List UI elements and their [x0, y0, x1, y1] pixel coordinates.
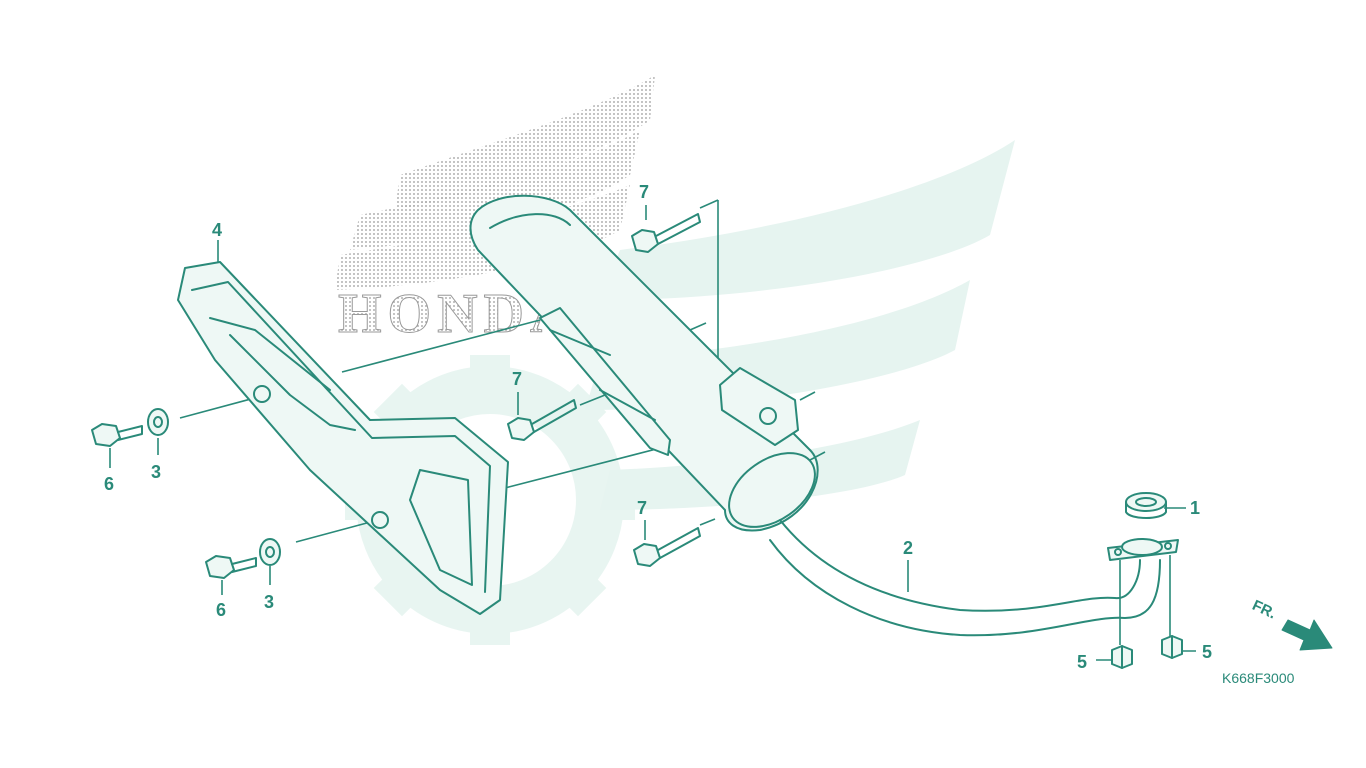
callout-7: 7 — [637, 498, 647, 518]
bolt-part-7[interactable] — [507, 399, 577, 441]
callout-5: 5 — [1077, 652, 1087, 672]
exhaust-pipe-part-2[interactable] — [769, 519, 1179, 637]
gasket-part-1[interactable] — [1125, 492, 1167, 519]
callout-1: 1 — [1190, 498, 1200, 518]
front-direction-arrow-icon — [1281, 619, 1333, 651]
heat-shield-mount-hole — [253, 385, 271, 403]
bolt-part-7[interactable] — [631, 213, 701, 253]
nut-part-5[interactable] — [1161, 635, 1183, 659]
flange-bolt-part-6[interactable] — [205, 555, 257, 579]
front-direction-label: FR. — [1250, 597, 1279, 623]
callout-3: 3 — [264, 592, 274, 612]
callout-7: 7 — [639, 182, 649, 202]
nut-part-5[interactable] — [1111, 645, 1133, 669]
bolt-part-7[interactable] — [633, 527, 701, 567]
washer-part-3[interactable] — [147, 408, 169, 436]
honda-brand-watermark: HONDA — [338, 283, 576, 345]
callout-2: 2 — [903, 538, 913, 558]
callout-5: 5 — [1202, 642, 1212, 662]
callout-6: 6 — [104, 474, 114, 494]
callout-7: 7 — [512, 369, 522, 389]
washer-part-3[interactable] — [259, 538, 281, 566]
callout-3: 3 — [151, 462, 161, 482]
flange-bolt-part-6[interactable] — [91, 423, 143, 447]
callout-6: 6 — [216, 600, 226, 620]
muffler-body[interactable] — [469, 194, 829, 542]
diagram-code: K668F3000 — [1222, 670, 1295, 686]
callout-4: 4 — [212, 220, 222, 240]
heat-shield-mount-hole — [371, 511, 389, 529]
heat-shield-part-4[interactable] — [177, 261, 509, 615]
